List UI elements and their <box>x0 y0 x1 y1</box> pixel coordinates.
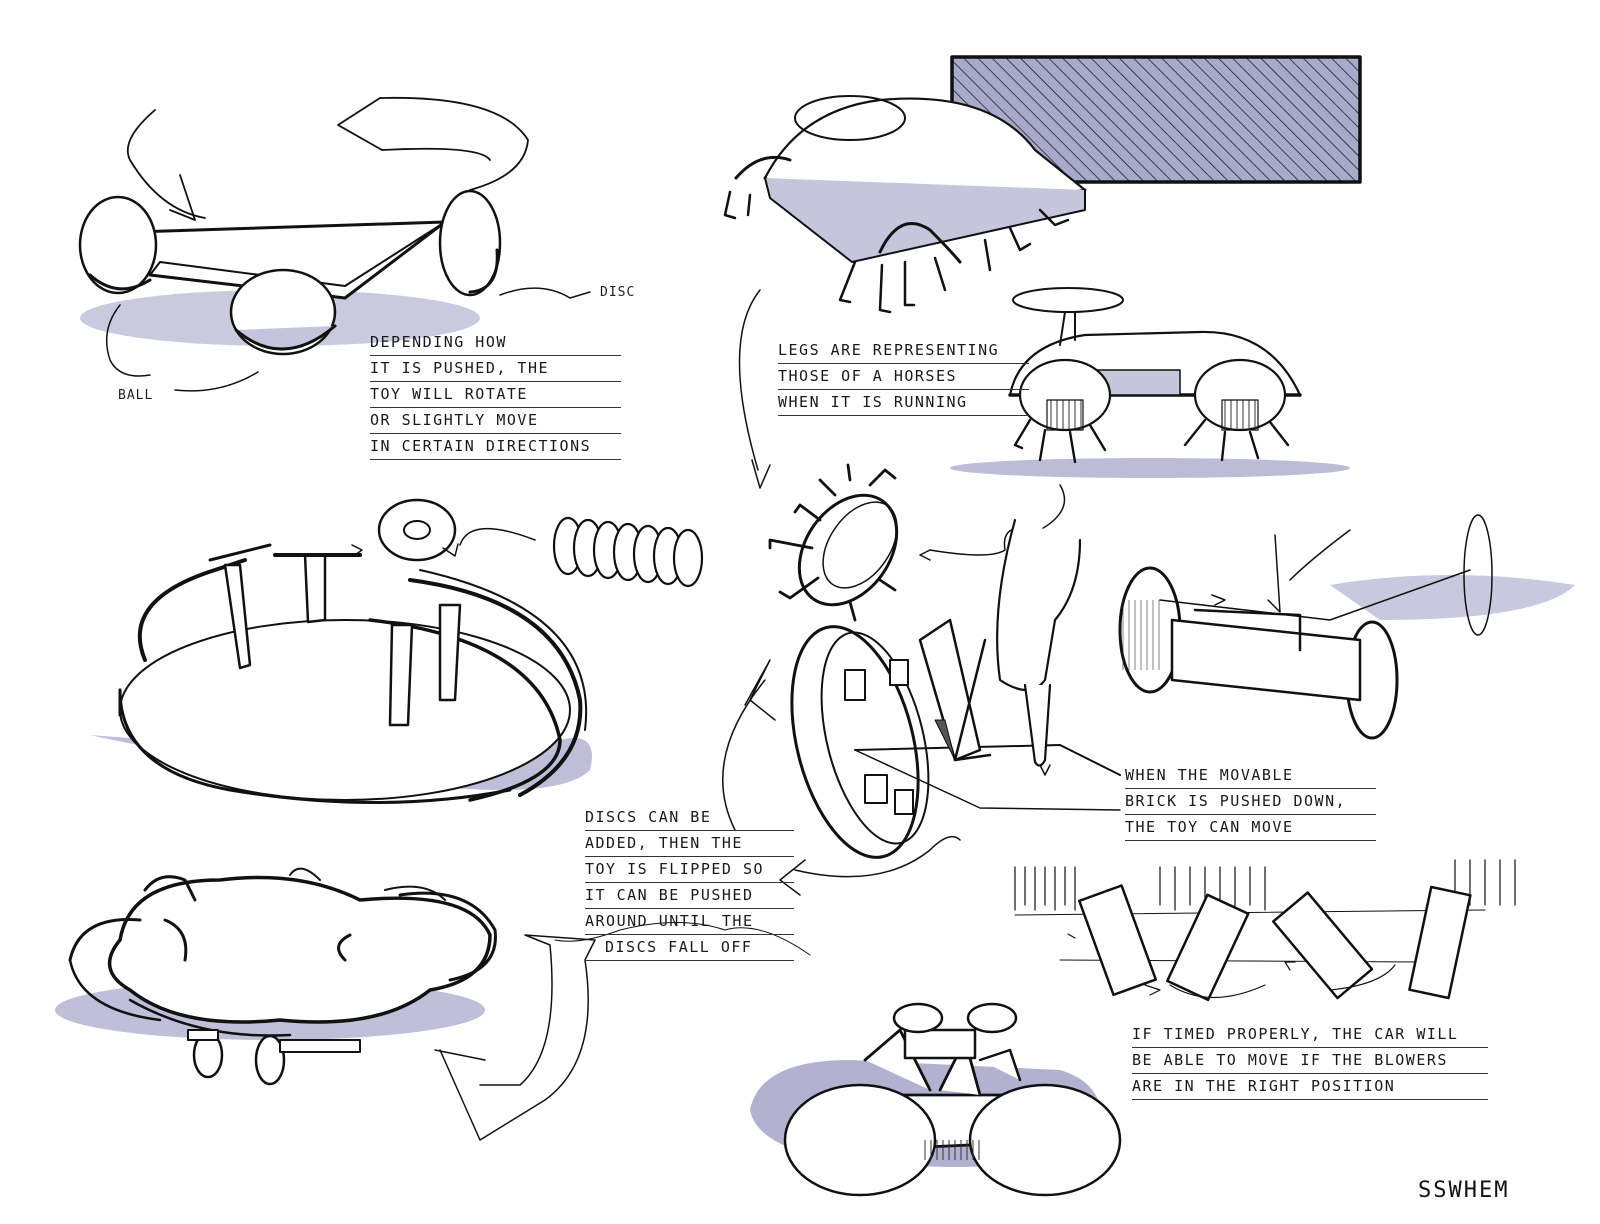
note-line: ADDED, THEN THE <box>585 831 795 857</box>
note-line: IF TIMED PROPERLY, THE CAR WILL <box>1132 1022 1489 1048</box>
note-line: IT IS PUSHED, THE <box>370 356 622 382</box>
blower-car <box>750 1002 1122 1197</box>
note-rotate: DEPENDING HOW IT IS PUSHED, THE TOY WILL… <box>370 330 622 460</box>
note-line: ARE IN THE RIGHT POSITION <box>1132 1074 1489 1100</box>
signature: SSWHEM <box>1418 1178 1510 1203</box>
note-line: THE TOY CAN MOVE <box>1125 815 1377 841</box>
note-legs: LEGS ARE REPRESENTING THOSE OF A HORSES … <box>778 338 1030 416</box>
oval-peg-toy <box>90 498 704 804</box>
note-brick: WHEN THE MOVABLE BRICK IS PUSHED DOWN, T… <box>1125 763 1377 841</box>
note-line: IN CERTAIN DIRECTIONS <box>370 434 622 460</box>
note-blowers: IF TIMED PROPERLY, THE CAR WILL BE ABLE … <box>1132 1022 1489 1100</box>
note-line: DISCS CAN BE <box>585 805 795 831</box>
note-discs: DISCS CAN BE ADDED, THEN THE TOY IS FLIP… <box>585 805 795 961</box>
brick-axle-car <box>1118 514 1575 740</box>
blower-diagram <box>1014 859 1516 1002</box>
note-line: TOY WILL ROTATE <box>370 382 622 408</box>
note-line: AROUND UNTIL THE <box>585 909 795 935</box>
note-line: WHEN THE MOVABLE <box>1125 763 1377 789</box>
ball-label: BALL <box>118 388 154 403</box>
disc-label: DISC <box>600 285 636 300</box>
legged-car-side <box>950 287 1350 478</box>
triangle-disc-toy <box>78 96 591 392</box>
note-line: OR SLIGHTLY MOVE <box>370 408 622 434</box>
flower-base-toy <box>55 867 497 1086</box>
legged-disc <box>738 289 1066 622</box>
note-line: TOY IS FLIPPED SO <box>585 857 795 883</box>
note-line: WHEN IT IS RUNNING <box>778 390 1030 416</box>
legged-car-top <box>723 95 1087 314</box>
wheel-hand-mechanism <box>790 518 1121 859</box>
leader-line <box>554 922 811 956</box>
note-line: IT CAN BE PUSHED <box>585 883 795 909</box>
push-arrows <box>434 659 961 1141</box>
note-line: DISCS FALL OFF <box>585 935 795 961</box>
note-line: BRICK IS PUSHED DOWN, <box>1125 789 1377 815</box>
note-line: BE ABLE TO MOVE IF THE BLOWERS <box>1132 1048 1489 1074</box>
note-line: DEPENDING HOW <box>370 330 622 356</box>
note-line: THOSE OF A HORSES <box>778 364 1030 390</box>
note-line: LEGS ARE REPRESENTING <box>778 338 1030 364</box>
